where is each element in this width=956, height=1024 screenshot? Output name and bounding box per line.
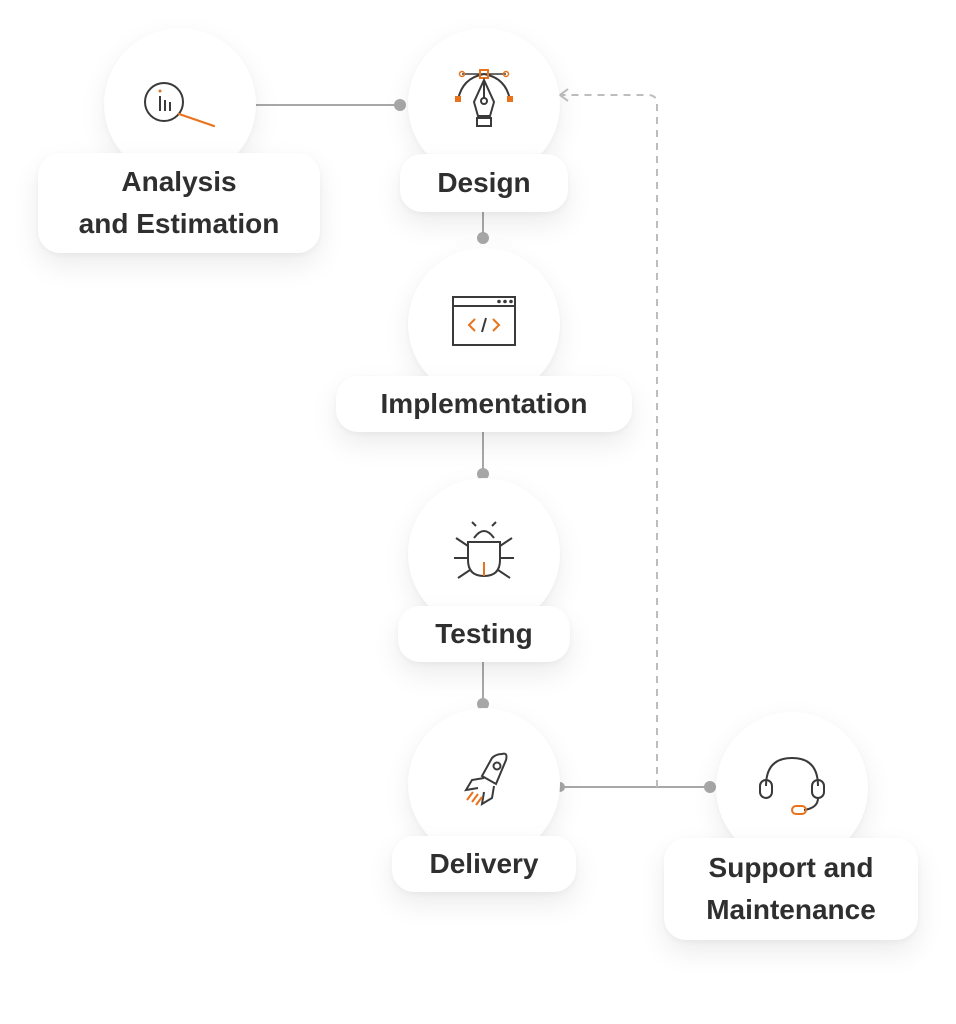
connector-dot — [477, 468, 489, 480]
magnifier-chart-icon — [144, 82, 216, 128]
connector-dot — [477, 232, 489, 244]
step-label-testing: Testing — [435, 618, 533, 649]
rocket-icon — [464, 752, 508, 806]
headset-icon — [759, 756, 825, 815]
step-label-delivery: Delivery — [429, 848, 539, 879]
delivery-label-pill: Delivery — [392, 836, 576, 892]
delivery-node — [408, 708, 560, 860]
step-label-implementation: Implementation — [380, 388, 588, 419]
feedback-loop-line — [562, 94, 658, 787]
implementation-label-pill: Implementation — [336, 376, 632, 432]
step-label-support: Support and Maintenance — [706, 852, 876, 925]
support-label-pill: Support and Maintenance — [664, 838, 918, 940]
bug-icon — [454, 521, 514, 579]
code-window-icon — [452, 296, 516, 346]
pen-tool-icon — [455, 69, 513, 127]
connector-dot — [477, 698, 489, 710]
connector-dot — [394, 99, 406, 111]
step-label-design: Design — [437, 167, 531, 198]
testing-label-pill: Testing — [398, 606, 570, 662]
analysis-label-pill: Analysis and Estimation — [38, 153, 320, 253]
testing-node — [408, 478, 560, 630]
feedback-arrow-head — [558, 88, 569, 102]
connector-dot — [704, 781, 716, 793]
step-label-analysis: Analysis and Estimation — [78, 166, 280, 239]
design-label-pill: Design — [400, 154, 568, 212]
